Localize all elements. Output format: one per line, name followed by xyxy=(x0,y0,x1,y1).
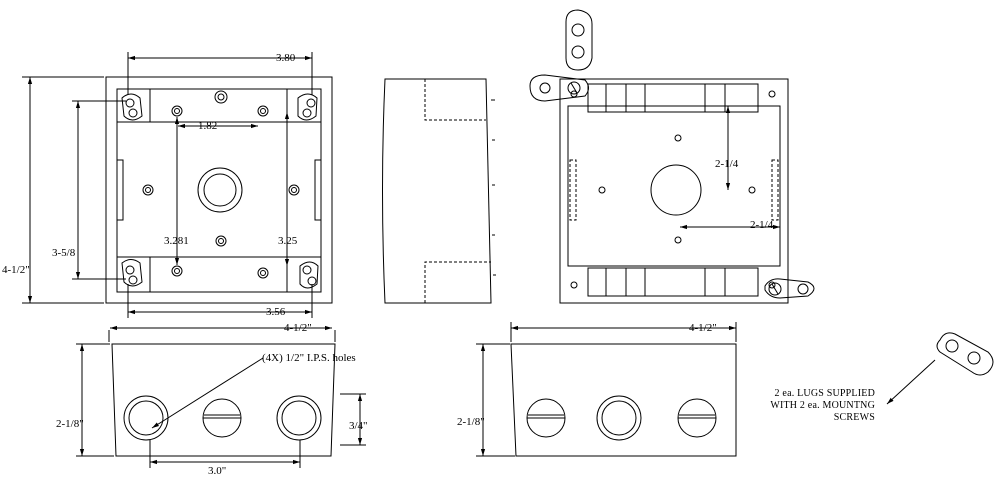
dim-right-vertical: 3.25 xyxy=(278,235,298,247)
top-view xyxy=(22,52,332,331)
dim-hub-horizontal: 2-1/4 xyxy=(750,219,774,231)
lugs-note-line2: WITH 2 ea. MOUNTNG xyxy=(770,400,875,411)
loose-lug xyxy=(887,333,993,404)
dim-back-width: 4-1/2" xyxy=(689,322,717,334)
lugs-note-line3: SCREWS xyxy=(833,412,875,423)
dim-box-width: 4-1/2" xyxy=(284,322,312,334)
dim-inner-hole-spacing: 1.82 xyxy=(198,120,218,132)
dim-box-height: 4-1/2" xyxy=(2,264,30,276)
dim-hub-vertical: 2-1/4 xyxy=(715,158,739,170)
dim-left-vertical: 3.281 xyxy=(164,235,189,247)
side-view xyxy=(383,79,497,303)
lugs-note-line1: 2 ea. LUGS SUPPLIED xyxy=(774,388,875,399)
dim-front-height: 2-1/8" xyxy=(56,418,84,430)
holes-callout: (4X) 1/2" I.P.S. holes xyxy=(262,352,356,364)
dim-inner-height: 3-5/8 xyxy=(52,247,76,259)
dim-hole-spacing: 3.0" xyxy=(208,465,227,477)
dim-back-height: 2-1/8" xyxy=(457,416,485,428)
dim-top-width: 3.80 xyxy=(276,52,296,64)
rear-bottom-view xyxy=(476,322,736,456)
dim-hole-row-bottom: 3.56 xyxy=(266,306,286,318)
front-view xyxy=(76,330,366,468)
back-view xyxy=(530,10,814,303)
dim-hole-height: 3/4" xyxy=(349,420,368,432)
